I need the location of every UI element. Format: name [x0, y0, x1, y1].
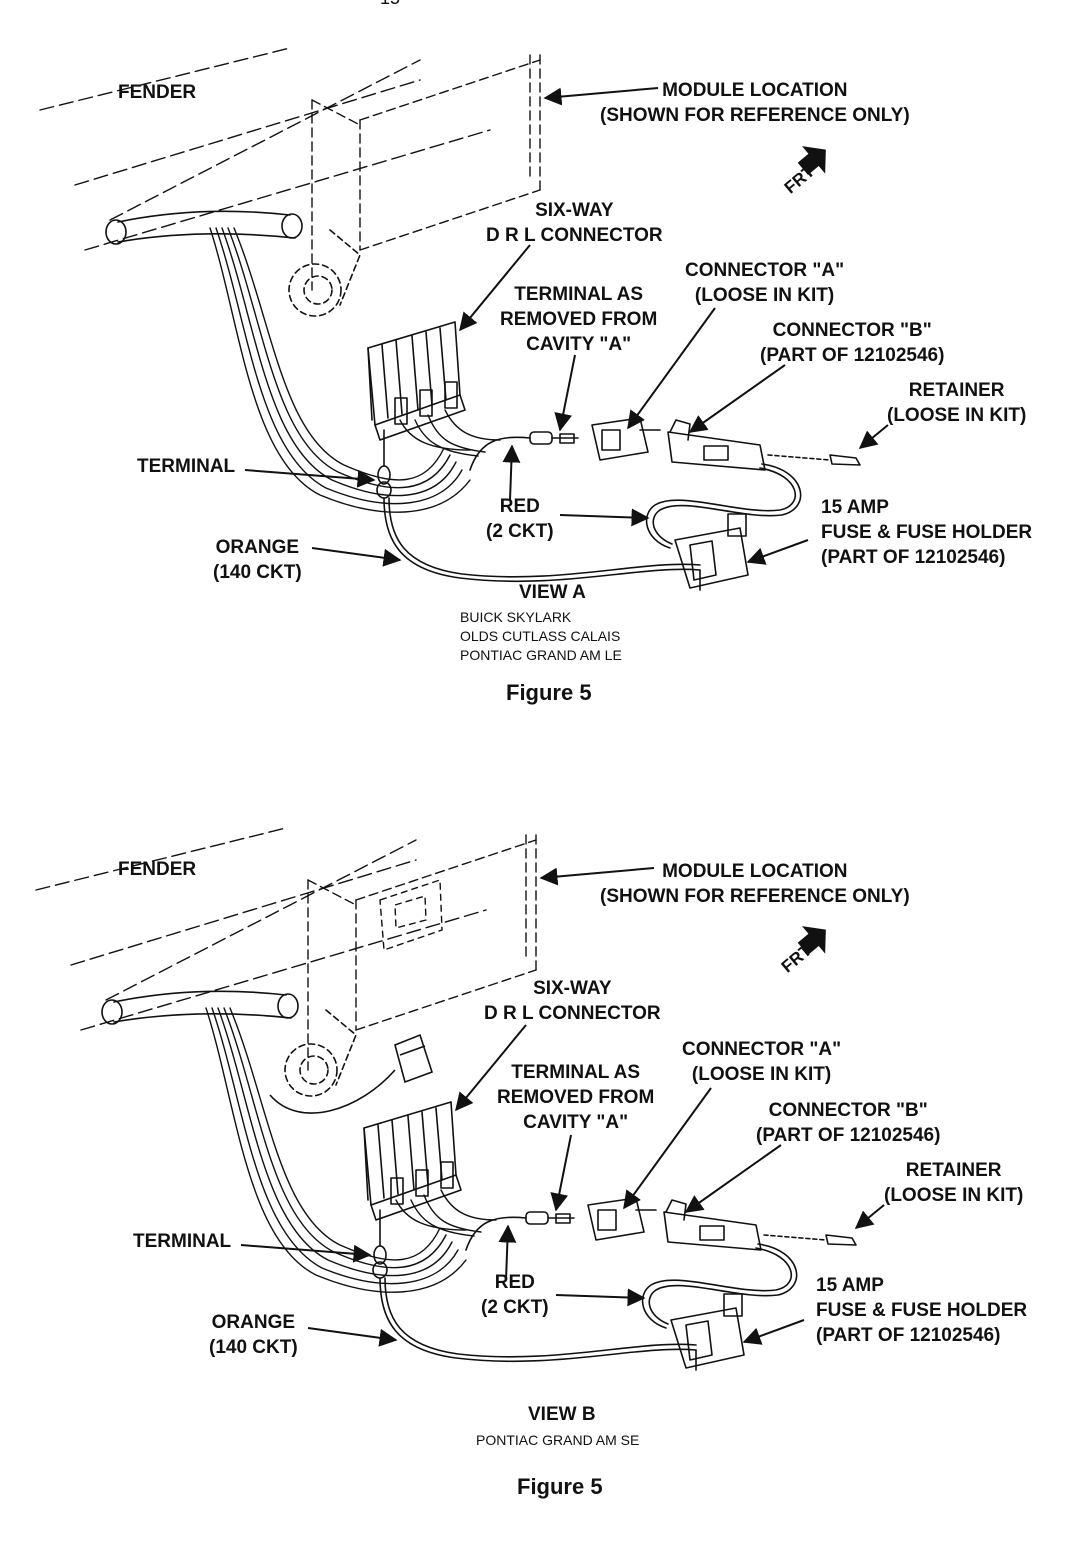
red-wire-label: RED (2 CKT)	[481, 1272, 549, 1318]
view-b-diagram	[35, 827, 885, 1371]
six-way-connector-label: SIX-WAY D R L CONNECTOR	[486, 200, 663, 246]
view-a-diagram	[39, 47, 889, 591]
fender-label: FENDER	[118, 82, 197, 103]
connector-a-label: CONNECTOR "A" (LOOSE IN KIT)	[685, 260, 845, 306]
page-number: 15	[380, 0, 400, 11]
figure-caption: Figure 5	[517, 1474, 603, 1499]
terminal-label: TERMINAL	[137, 456, 236, 477]
fender-label: FENDER	[118, 859, 197, 880]
fuse-holder-label: 15 AMP FUSE & FUSE HOLDER (PART OF 12102…	[821, 497, 1033, 568]
frt-arrow-b	[797, 926, 826, 955]
retainer-label: RETAINER (LOOSE IN KIT)	[887, 380, 1027, 426]
extra-harness-connector-b	[269, 1033, 433, 1114]
view-title: VIEW A	[519, 582, 586, 603]
module-location-label: MODULE LOCATION (SHOWN FOR REFERENCE ONL…	[600, 80, 910, 126]
terminal-label: TERMINAL	[133, 1231, 232, 1252]
orange-wire-label: ORANGE (140 CKT)	[213, 537, 302, 583]
view-title: VIEW B	[528, 1404, 596, 1425]
retainer-label: RETAINER (LOOSE IN KIT)	[884, 1160, 1024, 1206]
connector-a-label: CONNECTOR "A" (LOOSE IN KIT)	[682, 1039, 842, 1085]
leader-arrows-a	[244, 87, 889, 567]
leader-arrows-b	[240, 867, 885, 1347]
vehicle-list: BUICK SKYLARK OLDS CUTLASS CALAIS PONTIA…	[460, 609, 622, 663]
module-location-label: MODULE LOCATION (SHOWN FOR REFERENCE ONL…	[600, 861, 910, 907]
connector-b-label: CONNECTOR "B" (PART OF 12102546)	[756, 1100, 941, 1146]
fuse-holder-label: 15 AMP FUSE & FUSE HOLDER (PART OF 12102…	[816, 1275, 1028, 1346]
figure-caption: Figure 5	[506, 680, 592, 705]
vehicle-list: PONTIAC GRAND AM SE	[476, 1432, 640, 1448]
orange-wire-label: ORANGE (140 CKT)	[209, 1312, 298, 1358]
terminal-as-removed-label: TERMINAL AS REMOVED FROM CAVITY "A"	[497, 1062, 655, 1133]
red-wire-label: RED (2 CKT)	[486, 496, 554, 542]
connector-b-label: CONNECTOR "B" (PART OF 12102546)	[760, 320, 945, 366]
six-way-connector-label: SIX-WAY D R L CONNECTOR	[484, 978, 661, 1024]
frt-arrow-a	[797, 146, 826, 175]
module-cutout-b	[379, 879, 443, 951]
terminal-as-removed-label: TERMINAL AS REMOVED FROM CAVITY "A"	[500, 284, 658, 355]
